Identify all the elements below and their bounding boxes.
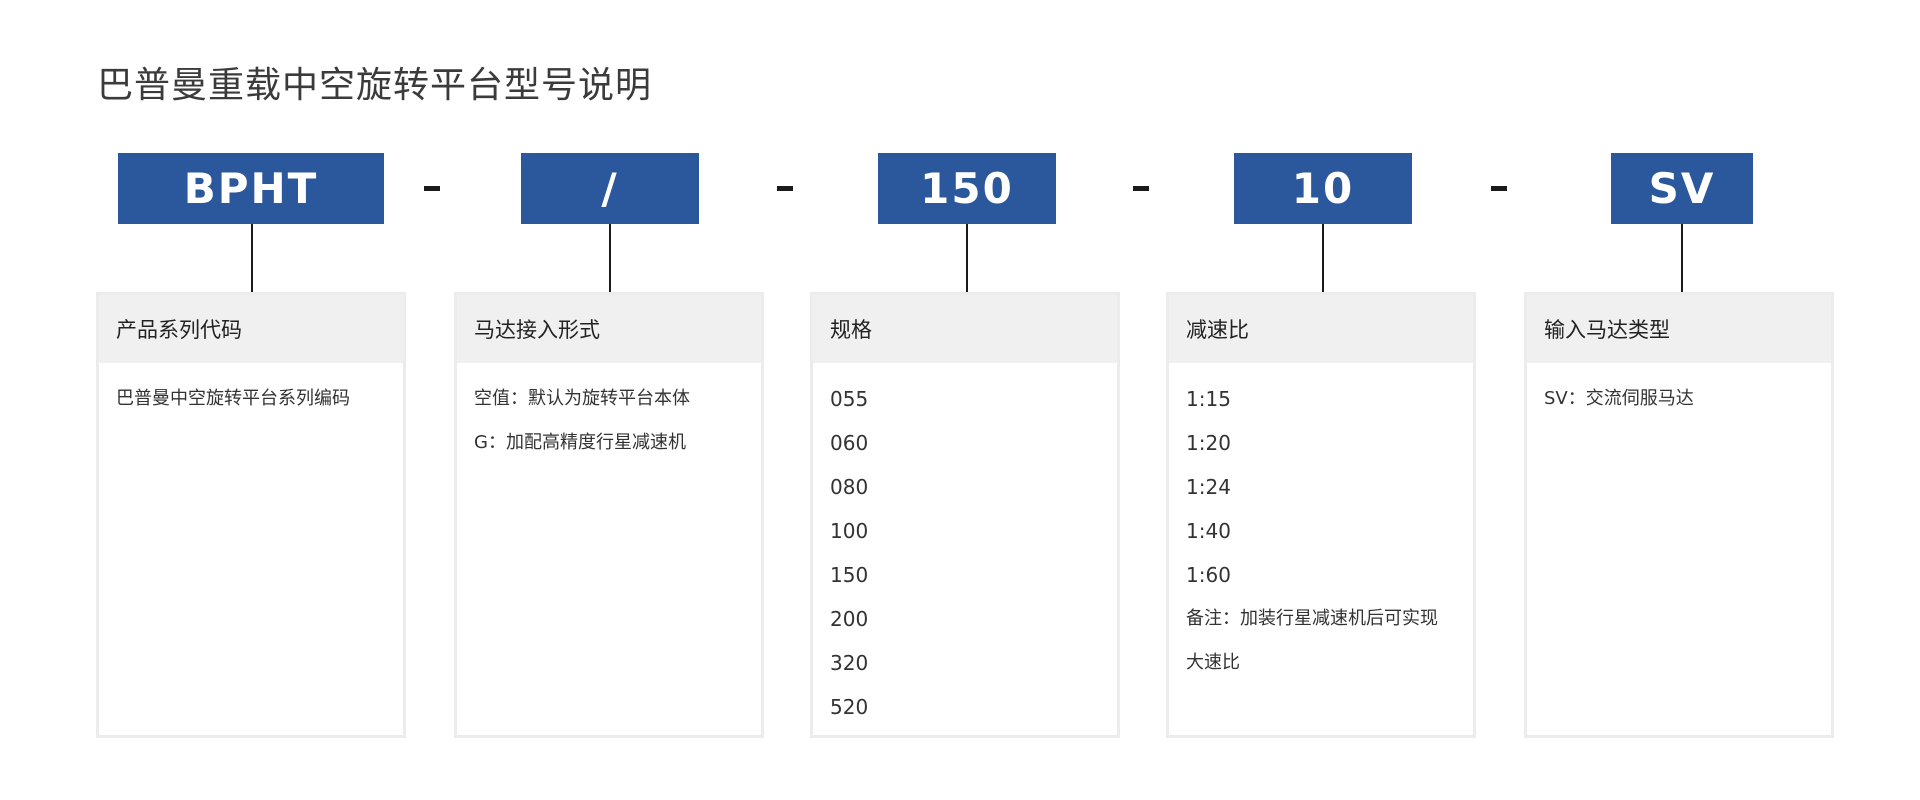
code-box-ratio: 10 (1234, 153, 1412, 224)
separator-dash (1133, 186, 1149, 191)
card-item: 055 (830, 387, 869, 411)
card-header: 输入马达类型 (1527, 295, 1831, 363)
separator-dash (1491, 186, 1507, 191)
connector-line (966, 224, 968, 292)
card-item: 080 (830, 475, 869, 499)
connector-line (609, 224, 611, 292)
card-item: 空值：默认为旋转平台本体 (474, 388, 690, 409)
code-box-size: 150 (878, 153, 1056, 224)
card-item: 1:20 (1186, 431, 1231, 455)
card-body: 1:15 1:20 1:24 1:40 1:60 备注：加装行星减速机后可实现 … (1169, 363, 1473, 685)
code-box-motor-type: SV (1611, 153, 1753, 224)
card-note: 备注：加装行星减速机后可实现 (1186, 608, 1438, 629)
card-item: 1:15 (1186, 387, 1231, 411)
card-item: 320 (830, 651, 869, 675)
card-header: 产品系列代码 (99, 295, 403, 363)
connector-line (1322, 224, 1324, 292)
card-item: 1:24 (1186, 475, 1231, 499)
card-item: G：加配高精度行星减速机 (474, 432, 686, 453)
card-header: 规格 (813, 295, 1117, 363)
card-item: 060 (830, 431, 869, 455)
separator-dash (777, 186, 793, 191)
card-item: 1:40 (1186, 519, 1231, 543)
card-motor-interface: 马达接入形式 空值：默认为旋转平台本体 G：加配高精度行星减速机 (454, 292, 764, 738)
card-body: 空值：默认为旋转平台本体 G：加配高精度行星减速机 (457, 363, 761, 465)
card-item: 150 (830, 563, 869, 587)
card-item: 1:60 (1186, 563, 1231, 587)
connector-line (1681, 224, 1683, 292)
card-header: 马达接入形式 (457, 295, 761, 363)
card-ratio: 减速比 1:15 1:20 1:24 1:40 1:60 备注：加装行星减速机后… (1166, 292, 1476, 738)
separator-dash (424, 186, 440, 191)
card-size: 规格 055 060 080 100 150 200 320 520 (810, 292, 1120, 738)
card-item: SV：交流伺服马达 (1544, 388, 1694, 409)
card-header: 减速比 (1169, 295, 1473, 363)
card-item: 100 (830, 519, 869, 543)
card-body: 055 060 080 100 150 200 320 520 (813, 363, 1117, 729)
card-item: 巴普曼中空旋转平台系列编码 (116, 388, 350, 409)
connector-line (251, 224, 253, 292)
card-motor-type: 输入马达类型 SV：交流伺服马达 (1524, 292, 1834, 738)
page-title: 巴普曼重载中空旋转平台型号说明 (97, 65, 653, 106)
code-box-motor-interface: / (521, 153, 699, 224)
card-item: 200 (830, 607, 869, 631)
code-box-series: BPHT (118, 153, 384, 224)
card-body: 巴普曼中空旋转平台系列编码 (99, 363, 403, 421)
card-item: 520 (830, 695, 869, 719)
card-body: SV：交流伺服马达 (1527, 363, 1831, 421)
card-note: 大速比 (1186, 652, 1240, 673)
card-series-code: 产品系列代码 巴普曼中空旋转平台系列编码 (96, 292, 406, 738)
